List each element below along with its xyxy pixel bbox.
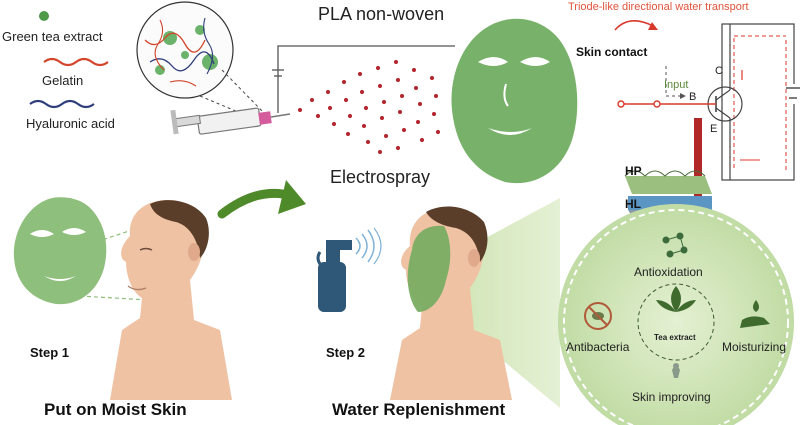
legend-gelatin: Gelatin [42, 73, 84, 88]
step1-label: Step 1 [30, 345, 70, 360]
green-tea-dot-icon [39, 11, 49, 21]
syringe-icon [170, 107, 291, 135]
step1-person [110, 200, 232, 400]
step2-person [390, 206, 512, 400]
step1-mask [13, 197, 107, 305]
electrospray-label: Electrospray [330, 167, 431, 187]
skin-improve-icon [672, 363, 680, 378]
pla-label: PLA non-woven [318, 4, 445, 24]
no-bacteria-icon [584, 302, 612, 330]
hl-label: HL [625, 197, 641, 211]
molecule-icon [662, 232, 688, 258]
fiber-magnifier [136, 1, 234, 99]
hyaluronic-wave-icon [29, 99, 95, 109]
leaf-icon [656, 286, 696, 312]
benefit-circle [558, 204, 794, 425]
legend-hyaluronic: Hyaluronic acid [26, 116, 115, 131]
pla-face-mask [451, 18, 578, 184]
emitter-label: E [710, 123, 718, 135]
hand-water-icon [740, 300, 770, 328]
benefit-antibacteria: Antibacteria [566, 340, 630, 354]
benefit-skin-improving: Skin improving [632, 390, 711, 404]
skin-contact-label: Skin contact [576, 45, 648, 59]
circuit-title: Triode-like directional water transport [568, 1, 749, 13]
input-label: Input [664, 79, 689, 91]
hp-label: HP [625, 164, 642, 178]
legend-green-tea: Green tea extract [2, 29, 103, 44]
spray-bottle-icon [316, 227, 382, 312]
tea-extract-label: Tea extract [654, 333, 696, 342]
voltage-wire [277, 45, 455, 113]
step1-caption: Put on Moist Skin [44, 400, 187, 419]
step2-caption: Water Replenishment [332, 400, 506, 419]
electrospray-droplets [298, 60, 440, 154]
benefit-antioxidation: Antioxidation [634, 265, 703, 279]
step2-label: Step 2 [326, 345, 366, 360]
collector-label: C [715, 65, 723, 77]
benefit-moisturizing: Moisturizing [722, 340, 787, 354]
base-label: B [689, 91, 697, 103]
gelatin-wave-icon [43, 57, 109, 67]
